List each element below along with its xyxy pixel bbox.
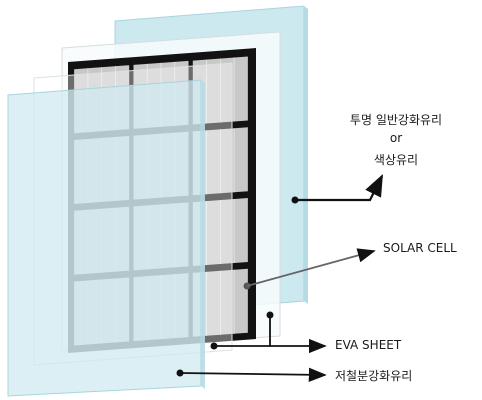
label-or: or — [389, 131, 403, 145]
back-glass-edge — [304, 6, 308, 304]
label-colored-glass: 색상유리 — [373, 153, 419, 167]
label-low-iron-tempered-glass: 저철분강화유리 — [335, 369, 413, 383]
front-glass-edge — [201, 80, 205, 389]
pointer-eva-sheet — [210, 311, 327, 354]
pointer-solar-cell — [243, 248, 376, 290]
label-solar-cell: SOLAR CELL — [383, 241, 457, 255]
label-clear-tempered-glass: 투명 일반강화유리 — [349, 113, 443, 127]
pointer-low-iron-glass — [176, 367, 327, 382]
label-eva-sheet: EVA SHEET — [335, 338, 402, 352]
pointer-colored-glass — [291, 174, 383, 204]
front-glass-layer — [7, 79, 202, 397]
